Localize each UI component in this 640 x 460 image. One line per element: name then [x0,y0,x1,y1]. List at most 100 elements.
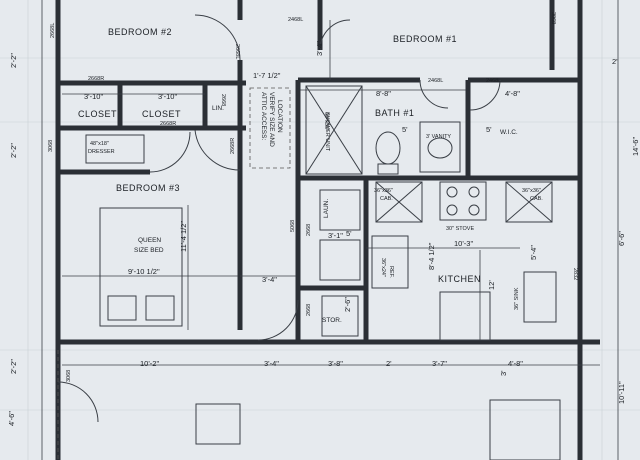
room-bedroom-2: BEDROOM #2 [108,27,172,37]
door-tags: 2468L 2668L 2668R 2668R 2668 2668R 2468L… [48,12,578,382]
dim-12: 12' [487,280,496,290]
vanity [419,121,461,173]
refrigerator [371,235,409,289]
room-linen: LIN. [212,105,224,112]
dim-3-4-mid: 3'-4" [262,275,277,284]
door-tag-9: 2668L [50,23,56,38]
dim-4-8-top: 4'-8" [505,89,520,98]
dim-6-6: 6'-6" [617,231,626,246]
dim-left-mid: 2'-2" [9,143,18,158]
island [439,291,491,341]
dim-1-7: 1'-7 1/2" [253,71,281,80]
toilet [375,131,401,165]
door-tag-4: 2668R [160,121,176,127]
dimension-lines [41,0,619,460]
dimension-labels: 2'-2" 2'-2" 2'-2" 4'-6" 3'-4" 1'-7 1/2" … [7,41,640,426]
room-labels: BEDROOM #2 BEDROOM #1 BEDROOM #3 BATH #1… [78,27,518,324]
shower-size: 60"x36" [323,112,329,131]
dim-2-bot: 2' [386,359,392,368]
fixtures [57,85,561,460]
door-tag-15: 2832 [572,268,578,280]
cabinet-right [505,181,553,223]
cabinet-left [375,181,423,223]
bed-label-1: QUEEN [138,237,161,244]
dim-8-8: 8'-8" [376,89,391,98]
dim-3-1: 3'-1" [328,231,343,240]
walls [55,0,600,460]
dim-11-4: 11'-4 1/2" [179,221,188,252]
dim-3-10-a: 3'-10" [84,92,103,101]
door-tag-10: 5068 [290,220,296,232]
stove [439,181,487,221]
dim-10-3: 10'-3" [454,239,473,248]
door-tag-5: 2668 [220,94,226,106]
dim-14-6: 14'-6" [631,137,640,156]
dresser-label: DRESSER [88,149,115,155]
attic-label-3: LOCATION [276,100,283,133]
room-closet-a: CLOSET [78,109,117,119]
queen-bed [99,207,183,327]
fridge-label: REF. [388,266,394,278]
attic-access [249,87,291,169]
door-swings [57,14,501,423]
laundry-unit-2 [319,239,361,281]
room-kitchen: KITCHEN [438,274,481,284]
room-wic: W.I.C. [500,129,518,136]
laundry-unit [319,189,361,231]
storage-box [321,295,359,337]
room-laundry: LAUN. [323,199,330,218]
kitchen-sink [523,271,557,323]
shower-unit [305,85,363,175]
room-bedroom-1: BEDROOM #1 [393,34,457,44]
fridge-size: 36"x24" [380,258,386,277]
shower-label: SHOWER UNIT [324,112,330,152]
door-tag-3: 2668R [88,76,104,82]
cab-right-label: CAB. [530,196,543,202]
room-closet-b: CLOSET [142,109,181,119]
dim-3-4-top: 3'-4" [315,41,324,56]
dim-left-top: 2'-2" [9,53,18,68]
door-tag-12: 3068 [48,140,54,152]
door-tag-2: 2668L [234,44,240,59]
dim-3: 3' [499,370,508,376]
dresser-size: 48"x18" [90,141,109,147]
sink-label: 36" SINK [514,287,520,310]
dim-2-6: 2'-6" [343,297,352,312]
dim-5-4: 5'-4" [529,245,538,260]
dim-8-4: 8'-4 1/2" [427,242,436,270]
door-tag-8: 2468L [486,78,501,84]
bed-label-2: SIZE BED [134,247,164,254]
dining-table [489,399,561,460]
dim-left-bottom: 4'-6" [7,411,16,426]
cab-right-size: 36"x36" [522,188,541,194]
dim-10-11: 10'-11" [617,381,626,404]
door-tag-13: 3068 [550,12,556,24]
attic-label-1: ATTIC ACCESS: [260,92,267,140]
dim-9-10: 9'-10 1/2" [128,267,160,276]
room-storage: STOR. [322,317,342,324]
dim-5-v: 5' [402,125,408,134]
door-tag-16: 2668 [306,224,312,236]
door-tag-11: 2668 [306,304,312,316]
dim-5-w: 5' [486,125,492,134]
door-tag-14: 3068 [66,370,72,382]
door-tag-7: 2468L [428,78,443,84]
dim-2-right: 2' [612,57,618,66]
room-bath-1: BATH #1 [375,108,414,118]
dim-3-10-b: 3'-10" [158,92,177,101]
stove-label: 30" STOVE [446,226,474,232]
cab-left-label: CAB. [380,196,393,202]
dim-3-8: 3'-8" [328,359,343,368]
dim-5: 5' [346,229,352,238]
dim-4-8-bot: 4'-8" [508,359,523,368]
fixture-labels: 48"x18" DRESSER QUEEN SIZE BED 60"x36" S… [88,92,543,310]
room-bedroom-3: BEDROOM #3 [116,183,180,193]
attic-label-2: VERIFY SIZE AND [268,92,275,147]
door-tag-1: 2468L [288,17,303,23]
armchair [195,403,241,445]
vanity-label: 3' VANITY [426,134,451,140]
dim-10-2: 10'-2" [140,359,159,368]
dim-3-4-bot: 3'-4" [264,359,279,368]
